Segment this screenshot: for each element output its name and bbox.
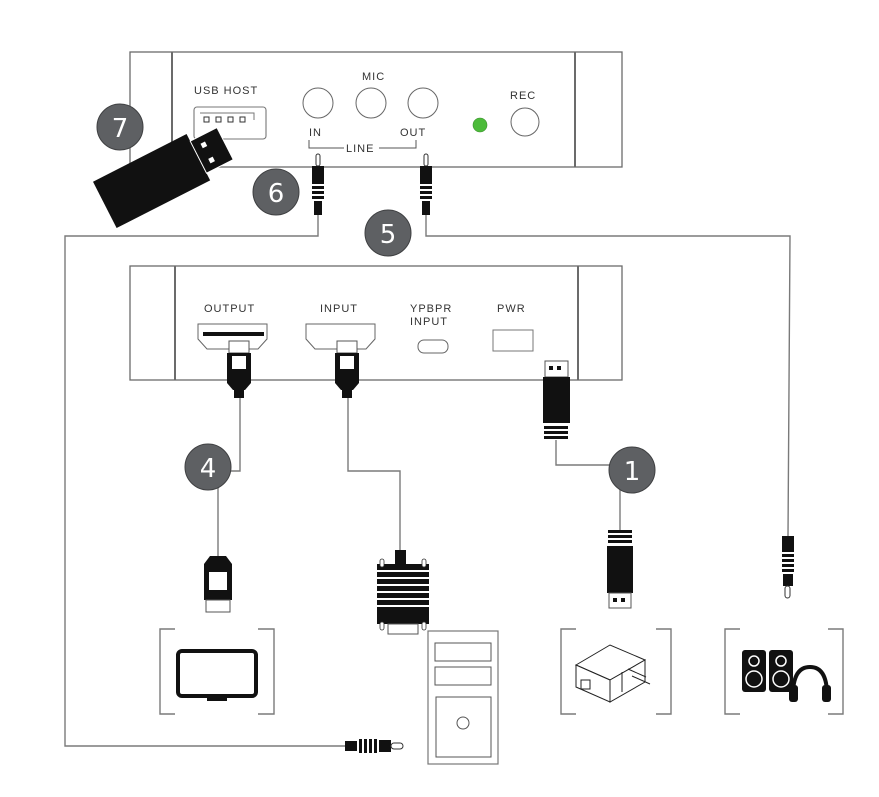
hdmi-input-port[interactable] (305, 323, 376, 350)
audio-in-plug (345, 739, 404, 753)
computer-device (427, 630, 499, 765)
svg-text:5: 5 (380, 220, 397, 250)
badge-4: 4 (184, 443, 232, 491)
line-out-cable (425, 215, 791, 537)
line-in-label: IN (309, 127, 322, 139)
power-adapter-device (560, 628, 672, 715)
headphones-icon (789, 664, 831, 702)
svg-text:1: 1 (624, 457, 641, 487)
bottom-device-panel: OUTPUT INPUT YPBPR INPUT PWR (129, 265, 623, 381)
rec-button[interactable] (510, 107, 540, 137)
ypbpr-label-2: INPUT (410, 316, 448, 328)
svg-text:6: 6 (268, 179, 285, 209)
svg-text:7: 7 (112, 114, 129, 144)
rec-label: REC (510, 90, 536, 102)
hdmi-output-port[interactable] (197, 323, 268, 350)
line-out-jack[interactable] (407, 87, 439, 119)
audio-out-plug (782, 536, 794, 599)
status-led (472, 117, 488, 133)
speakers-headphones-device (724, 628, 844, 715)
ypbpr-input-port[interactable] (417, 339, 449, 354)
usb-flash-drive (93, 126, 234, 229)
line-label: LINE (346, 143, 374, 155)
line-in-plug (312, 153, 324, 215)
ypbpr-label-1: YPBPR (410, 303, 452, 315)
pwr-label: PWR (497, 303, 526, 315)
badge-6: 6 (252, 168, 300, 216)
hdmi-input-plug (335, 340, 359, 398)
line-out-plug (420, 153, 432, 215)
badge-5: 5 (364, 209, 412, 257)
line-out-label: OUT (400, 127, 426, 139)
mic-label: MIC (362, 71, 385, 83)
power-cable (555, 440, 620, 466)
vga-connector (377, 550, 429, 635)
speaker-icon-right (769, 650, 793, 692)
badge-1: 1 (608, 446, 656, 494)
top-device-panel: USB HOST MIC IN OUT LINE REC (129, 51, 623, 168)
power-adapter-icon (574, 644, 651, 703)
badge-7: 7 (96, 103, 144, 151)
pwr-port[interactable] (492, 329, 534, 352)
tv-device (159, 628, 275, 715)
vga-input-cable (347, 398, 401, 550)
input-label: INPUT (320, 303, 358, 315)
hdmi-output-plug (227, 340, 251, 398)
usb-power-plug-top (543, 360, 570, 439)
output-label: OUTPUT (204, 303, 255, 315)
hdmi-tv-plug (204, 556, 232, 613)
speaker-icon-left (742, 650, 766, 692)
tv-icon (176, 649, 258, 698)
line-in-jack[interactable] (302, 87, 334, 119)
usb-host-label: USB HOST (194, 85, 258, 97)
mic-jack[interactable] (355, 87, 387, 119)
usb-power-plug-bottom (607, 530, 633, 609)
svg-text:4: 4 (200, 454, 217, 484)
line-in-cable (64, 215, 345, 747)
